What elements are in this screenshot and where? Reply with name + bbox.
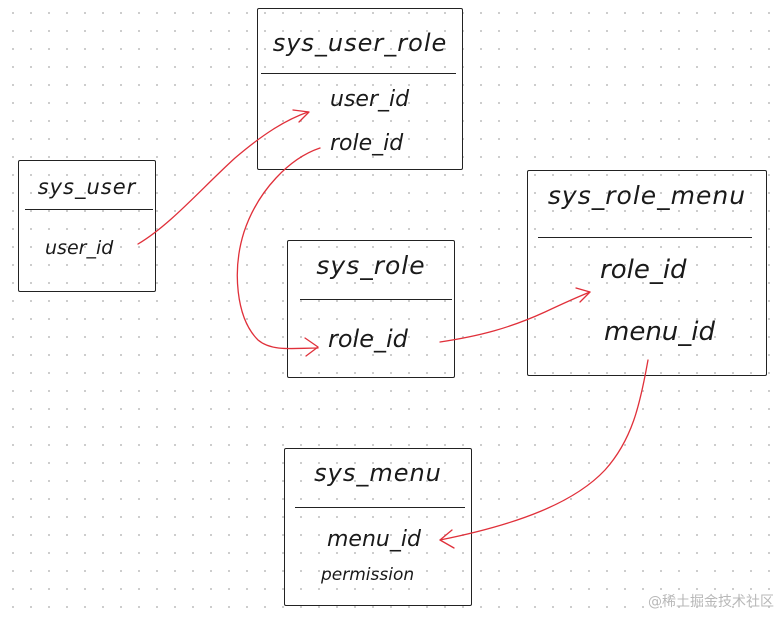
table-title: sys_menu [314, 459, 442, 487]
table-sys-menu: sys_menu menu_id permission [284, 448, 472, 606]
divider [538, 237, 752, 238]
table-title: sys_user [37, 175, 137, 199]
table-title: sys_role [316, 251, 426, 280]
field-role-id: role_id [328, 325, 408, 353]
table-sys-role: sys_role role_id [287, 240, 455, 378]
field-role-id: role_id [600, 255, 687, 285]
table-sys-user-role: sys_user_role user_id role_id [257, 8, 463, 170]
field-menu-id: menu_id [327, 527, 421, 552]
divider [300, 299, 452, 300]
table-sys-role-menu: sys_role_menu role_id menu_id [527, 170, 767, 376]
table-sys-user: sys_user user_id [18, 160, 156, 292]
divider [261, 73, 456, 74]
field-permission: permission [321, 565, 415, 585]
divider [295, 507, 465, 508]
table-title: sys_user_role [272, 29, 448, 57]
field-user-id: user_id [45, 237, 114, 259]
field-menu-id: menu_id [604, 317, 716, 347]
field-user-id: user_id [330, 87, 410, 112]
divider [25, 209, 153, 210]
watermark: @稀土掘金技术社区 [648, 594, 774, 610]
field-role-id: role_id [330, 131, 404, 156]
table-title: sys_role_menu [547, 181, 747, 210]
